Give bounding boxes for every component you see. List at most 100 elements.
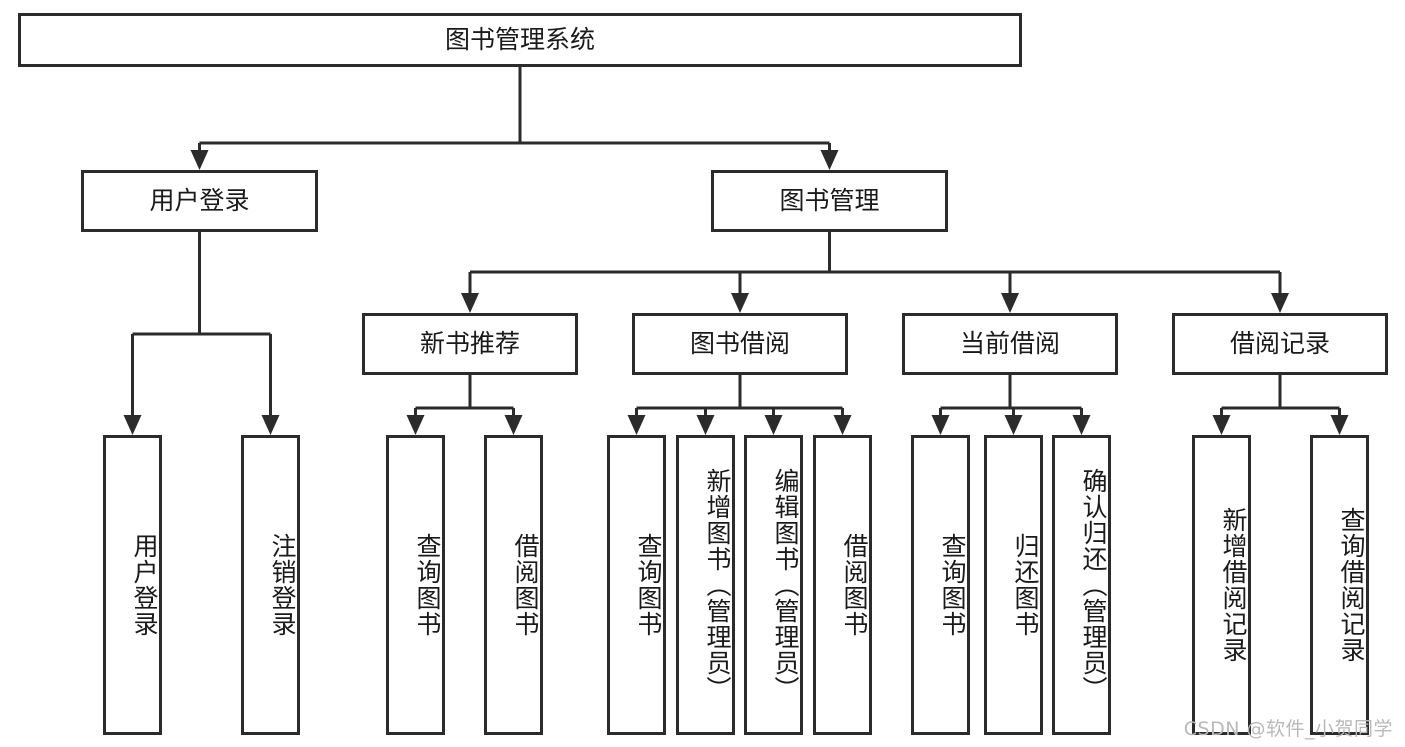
node-label: 当前借阅 xyxy=(960,329,1060,358)
node-label-wrap: 查询借阅记录 xyxy=(1337,507,1366,663)
node-label: 新增图书（管理员） xyxy=(703,468,732,702)
node-label: 归还图书 xyxy=(1011,533,1040,637)
edge-group-book-manage xyxy=(461,232,1289,313)
node-new-book-recommend[interactable]: 新书推荐 xyxy=(362,313,578,375)
node-rect xyxy=(607,435,666,735)
node-label-wrap: 查询图书 xyxy=(413,533,442,637)
arrow-head-icon xyxy=(1004,415,1023,435)
node-label-wrap: 归还图书 xyxy=(1011,533,1040,637)
node-leaf-add-book-admin[interactable]: 新增图书（管理员） xyxy=(676,435,735,735)
node-label-wrap: 新增图书（管理员） xyxy=(703,468,732,702)
arrow-head-icon xyxy=(696,415,715,435)
arrow-head-icon xyxy=(764,415,783,435)
node-leaf-confirm-return-admin[interactable]: 确认归还（管理员） xyxy=(1052,435,1111,735)
edge-group-book-borrow xyxy=(627,375,852,435)
node-rect xyxy=(103,435,162,735)
node-label: 借阅图书 xyxy=(840,533,869,637)
node-leaf-logout-login[interactable]: 注销登录 xyxy=(241,435,300,735)
node-label: 注销登录 xyxy=(268,533,297,637)
node-current-borrow[interactable]: 当前借阅 xyxy=(902,313,1118,375)
node-rect xyxy=(1192,435,1251,735)
node-label: 编辑图书（管理员） xyxy=(771,468,800,702)
node-rect xyxy=(911,435,970,735)
edge-group-user-login xyxy=(123,232,280,435)
node-label-wrap: 借阅图书 xyxy=(511,533,540,637)
node-label: 查询图书 xyxy=(413,533,442,637)
arrow-head-icon xyxy=(1271,293,1289,313)
node-borrow-record[interactable]: 借阅记录 xyxy=(1172,313,1388,375)
arrow-head-icon xyxy=(731,293,749,313)
node-label: 查询借阅记录 xyxy=(1337,507,1366,663)
node-leaf-user-login[interactable]: 用户登录 xyxy=(103,435,162,735)
arrow-head-icon xyxy=(504,415,523,435)
node-label: 新增借阅记录 xyxy=(1219,507,1248,663)
arrow-head-icon xyxy=(1330,415,1349,435)
node-label-wrap: 查询图书 xyxy=(634,533,663,637)
arrow-head-icon xyxy=(833,415,852,435)
node-leaf-query-book-3[interactable]: 查询图书 xyxy=(911,435,970,735)
arrow-head-icon xyxy=(406,415,425,435)
node-rect xyxy=(984,435,1043,735)
node-label-wrap: 借阅图书 xyxy=(840,533,869,637)
node-book-borrow[interactable]: 图书借阅 xyxy=(632,313,848,375)
node-label: 借阅记录 xyxy=(1230,329,1330,358)
node-leaf-borrow-book-1[interactable]: 借阅图书 xyxy=(484,435,543,735)
node-label: 用户登录 xyxy=(149,186,249,215)
node-label: 图书管理系统 xyxy=(445,25,595,54)
node-root[interactable]: 图书管理系统 xyxy=(18,13,1022,67)
arrow-head-icon xyxy=(461,293,479,313)
node-rect xyxy=(362,313,578,375)
arrow-head-icon xyxy=(820,150,839,170)
node-leaf-query-book-1[interactable]: 查询图书 xyxy=(386,435,445,735)
node-rect xyxy=(1310,435,1369,735)
node-rect xyxy=(386,435,445,735)
node-leaf-return-book[interactable]: 归还图书 xyxy=(984,435,1043,735)
node-book-manage[interactable]: 图书管理 xyxy=(711,170,948,232)
node-leaf-query-book-2[interactable]: 查询图书 xyxy=(607,435,666,735)
arrow-head-icon xyxy=(1212,415,1231,435)
node-label-wrap: 用户登录 xyxy=(130,533,159,637)
node-label-wrap: 确认归还（管理员） xyxy=(1079,468,1108,702)
node-label: 图书借阅 xyxy=(690,329,790,358)
node-label: 用户登录 xyxy=(130,533,159,637)
node-label: 查询图书 xyxy=(634,533,663,637)
node-leaf-query-borrow-record[interactable]: 查询借阅记录 xyxy=(1310,435,1369,735)
node-rect xyxy=(632,313,848,375)
node-label: 查询图书 xyxy=(938,533,967,637)
node-label-wrap: 查询图书 xyxy=(938,533,967,637)
node-label: 确认归还（管理员） xyxy=(1079,468,1108,702)
arrow-head-icon xyxy=(123,415,142,435)
node-label-wrap: 新增借阅记录 xyxy=(1219,507,1248,663)
node-rect xyxy=(813,435,872,735)
node-rect xyxy=(18,13,1022,67)
node-label: 借阅图书 xyxy=(511,533,540,637)
node-user-login[interactable]: 用户登录 xyxy=(81,170,318,232)
arrow-head-icon xyxy=(931,415,950,435)
node-rect xyxy=(711,170,948,232)
arrow-head-icon xyxy=(1072,415,1091,435)
node-rect xyxy=(744,435,803,735)
edge-group-current-borrow xyxy=(931,375,1091,435)
arrow-head-icon xyxy=(1001,293,1019,313)
node-leaf-add-borrow-record[interactable]: 新增借阅记录 xyxy=(1192,435,1251,735)
node-layer: 图书管理系统用户登录图书管理新书推荐图书借阅当前借阅借阅记录用户登录注销登录查询… xyxy=(18,13,1388,735)
node-leaf-edit-book-admin[interactable]: 编辑图书（管理员） xyxy=(744,435,803,735)
arrow-head-icon xyxy=(261,415,280,435)
arrow-head-icon xyxy=(627,415,646,435)
node-rect xyxy=(902,313,1118,375)
edge-group-borrow-record xyxy=(1212,375,1349,435)
node-label: 图书管理 xyxy=(779,186,879,215)
connector-layer xyxy=(123,67,1349,435)
edge-group-new-book-recommend xyxy=(406,375,523,435)
node-rect xyxy=(241,435,300,735)
node-rect xyxy=(1172,313,1388,375)
node-leaf-borrow-book-2[interactable]: 借阅图书 xyxy=(813,435,872,735)
node-rect xyxy=(676,435,735,735)
edge-group-root xyxy=(190,67,839,170)
node-rect xyxy=(484,435,543,735)
node-label-wrap: 注销登录 xyxy=(268,533,297,637)
node-label: 新书推荐 xyxy=(420,329,520,358)
node-rect xyxy=(81,170,318,232)
